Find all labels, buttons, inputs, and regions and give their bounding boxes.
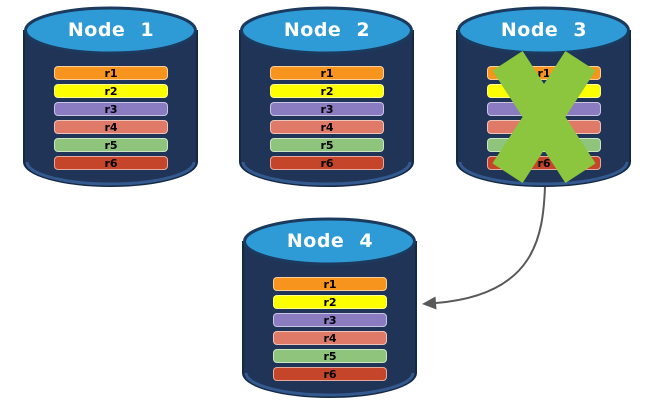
row-r1: r1 xyxy=(54,66,168,80)
row-label: r5 xyxy=(323,349,337,363)
row-label: r1 xyxy=(320,66,334,80)
node-title: Node 2 xyxy=(283,19,371,41)
row-r4: r4 xyxy=(54,120,168,134)
row-r5: r5 xyxy=(54,138,168,152)
row-label: r2 xyxy=(104,84,118,98)
row-label: r5 xyxy=(104,138,118,152)
row-label: r6 xyxy=(537,156,551,170)
row-r6: r6 xyxy=(273,367,387,381)
row-label: r3 xyxy=(104,102,118,116)
node-2: Node 2 r1 r2 r3 r4 r5 r6 xyxy=(238,6,416,188)
arrowhead-icon xyxy=(422,296,437,310)
row-label: r1 xyxy=(104,66,118,80)
row-r5: r5 xyxy=(273,349,387,363)
node-title: Node 1 xyxy=(67,19,155,41)
row-r6: r6 xyxy=(270,156,384,170)
replica-rows: r1 r2 r3 r4 r5 r6 xyxy=(54,66,168,170)
row-r5: r5 xyxy=(270,138,384,152)
replica-rows: r1 r2 r3 r4 r5 r6 xyxy=(270,66,384,170)
row-r3: r3 xyxy=(54,102,168,116)
replica-rows: r1 r2 r3 r4 r5 r6 xyxy=(273,277,387,381)
node-title: Node 3 xyxy=(500,19,588,41)
row-label: r3 xyxy=(323,313,337,327)
node-title: Node 4 xyxy=(286,230,374,252)
node-1: Node 1 r1 r2 r3 r4 r5 r6 xyxy=(22,6,200,188)
row-label: r6 xyxy=(320,156,334,170)
row-label: r6 xyxy=(323,367,337,381)
row-label: r4 xyxy=(323,331,337,345)
row-label: r1 xyxy=(323,277,337,291)
row-label: r6 xyxy=(104,156,118,170)
row-label: r1 xyxy=(537,66,551,80)
row-label: r2 xyxy=(320,84,334,98)
row-label: r3 xyxy=(320,102,334,116)
row-r6: r6 xyxy=(54,156,168,170)
row-label: r2 xyxy=(323,295,337,309)
row-r2: r2 xyxy=(273,295,387,309)
row-r4: r4 xyxy=(270,120,384,134)
row-r3: r3 xyxy=(273,313,387,327)
row-r1: r1 xyxy=(273,277,387,291)
row-label: r4 xyxy=(104,120,118,134)
node-4: Node 4 r1 r2 r3 r4 r5 r6 xyxy=(241,217,419,399)
node-3: Node 3 r1 r2 r3 r4 r5 r6 xyxy=(455,6,633,188)
failure-x-icon xyxy=(492,51,596,183)
row-r3: r3 xyxy=(270,102,384,116)
row-r2: r2 xyxy=(270,84,384,98)
row-r4: r4 xyxy=(273,331,387,345)
row-r1: r1 xyxy=(270,66,384,80)
row-label: r5 xyxy=(320,138,334,152)
row-r2: r2 xyxy=(54,84,168,98)
row-label: r4 xyxy=(320,120,334,134)
